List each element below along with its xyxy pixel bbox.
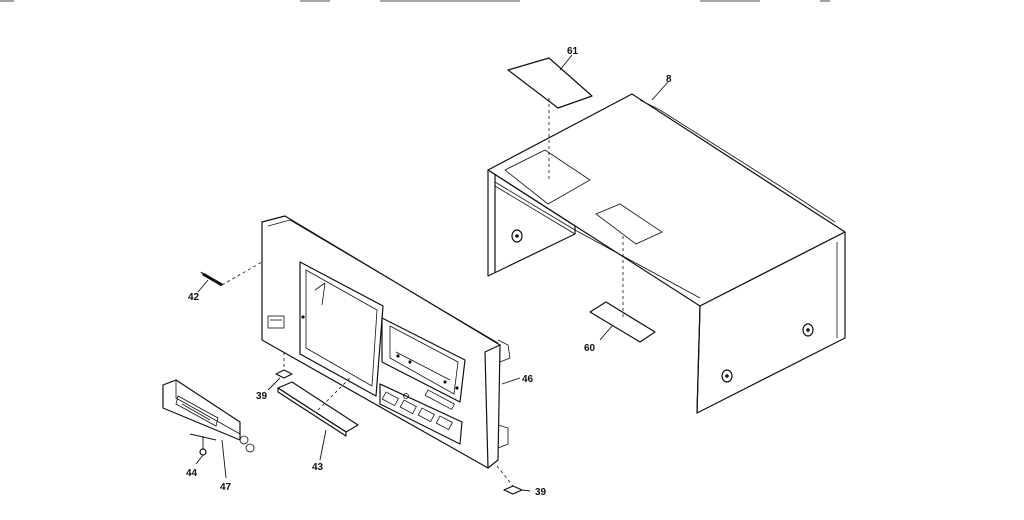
screw-42	[200, 261, 263, 287]
screw-44	[189, 433, 217, 456]
small-part-39-bottom	[496, 465, 523, 495]
callout-43: 43	[312, 462, 324, 473]
callout-39-bottom: 39	[535, 487, 547, 498]
callout-60: 60	[584, 343, 596, 354]
front-panel	[261, 215, 511, 469]
callout-47: 47	[220, 482, 232, 493]
callout-8: 8	[666, 74, 672, 85]
bracket-47	[162, 379, 255, 453]
screw-hole-icon	[721, 369, 733, 383]
callout-39-left: 39	[256, 391, 268, 402]
label-sheet-61	[507, 57, 593, 180]
callout-42: 42	[188, 292, 200, 303]
panel-plate-43	[277, 375, 359, 437]
callout-labels: 61 8 60 42 46 39 39 43 44 47	[186, 46, 672, 498]
callout-61: 61	[567, 46, 579, 57]
leader-lines	[195, 54, 669, 492]
screw-hole-icon	[511, 229, 523, 243]
callout-46: 46	[522, 374, 534, 385]
cabinet-cover	[487, 93, 846, 414]
callout-44: 44	[186, 468, 198, 479]
small-part-39-left	[275, 352, 293, 379]
screw-hole-icon	[802, 323, 814, 337]
label-sheet-60	[589, 236, 656, 343]
